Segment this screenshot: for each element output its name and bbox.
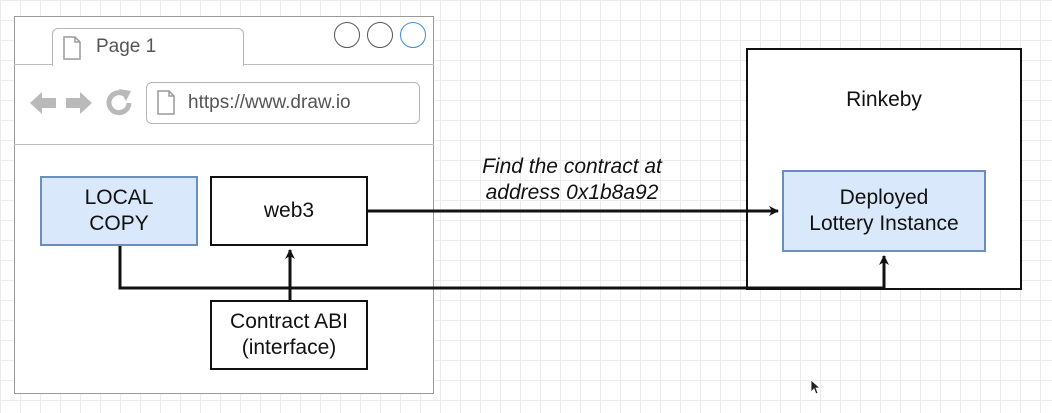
rinkeby-label: Rinkeby (846, 88, 922, 111)
window-close-button[interactable] (400, 22, 426, 48)
mouse-cursor-icon (810, 379, 822, 395)
edge-label-find-contract: Find the contract at address 0x1b8a92 (482, 155, 662, 205)
browser-toolbar-divider (14, 144, 434, 145)
window-maximize-button[interactable] (367, 22, 393, 48)
forward-arrow-icon[interactable] (64, 90, 94, 116)
window-minimize-button[interactable] (334, 22, 360, 48)
edge-localcopy-to-lottery[interactable] (118, 246, 889, 290)
deployed-lottery-node[interactable]: Deployed Lottery Instance (782, 170, 986, 252)
page-icon (63, 36, 81, 60)
reload-icon[interactable] (104, 88, 136, 118)
url-text: https://www.draw.io (188, 92, 351, 113)
local-copy-node[interactable]: LOCAL COPY (40, 176, 198, 246)
back-arrow-icon[interactable] (28, 90, 58, 116)
contract-abi-node[interactable]: Contract ABI (interface) (210, 300, 368, 370)
page-icon (157, 90, 175, 115)
address-bar[interactable] (146, 82, 420, 124)
tab-label: Page 1 (96, 36, 157, 57)
web3-node[interactable]: web3 (210, 176, 368, 246)
browser-tab[interactable] (52, 28, 244, 66)
